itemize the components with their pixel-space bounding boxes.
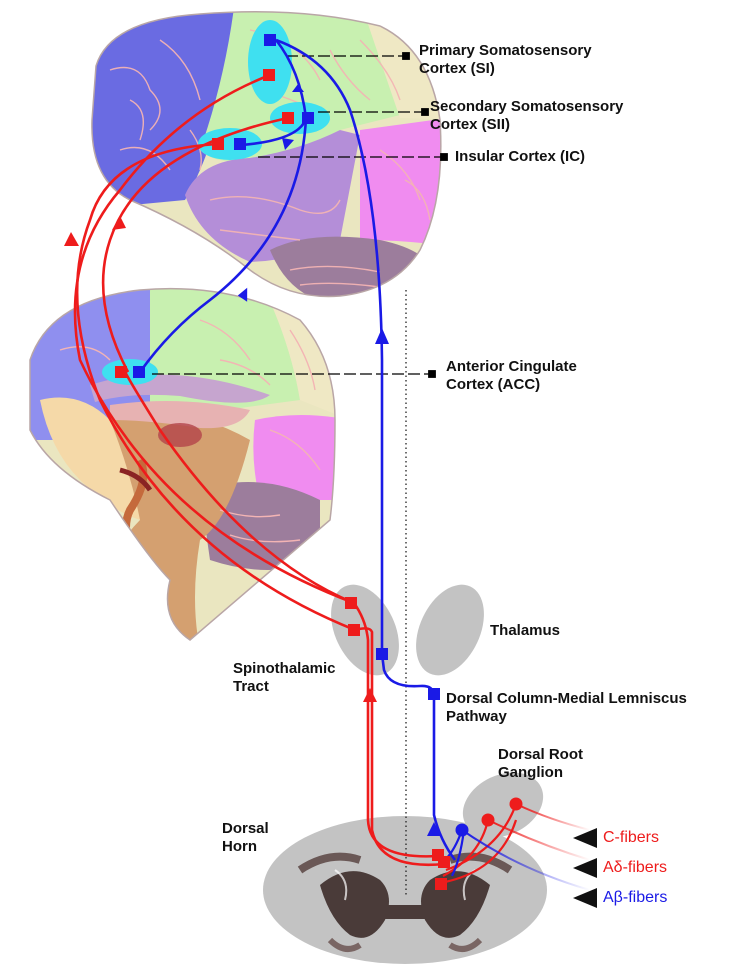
c-fiber-arrow-icon: [573, 828, 597, 848]
label-ad-fibers: Aδ-fibers: [603, 859, 667, 877]
thalamus-right: [403, 574, 498, 686]
label-dorsal-horn: Dorsal Horn: [222, 820, 269, 856]
label-ic-line1: Insular Cortex (IC): [455, 148, 585, 166]
label-acc-line1: Anterior Cingulate: [446, 358, 577, 376]
si-highlight: [248, 20, 292, 104]
label-thalamus: Thalamus: [490, 622, 560, 640]
label-acc: Anterior Cingulate Cortex (ACC): [446, 358, 577, 394]
label-drg: Dorsal Root Ganglion: [498, 746, 583, 782]
label-si-line1: Primary Somatosensory: [419, 42, 592, 60]
label-spinothalamic-tract: Spinothalamic Tract: [233, 660, 336, 696]
c-fiber-soma: [510, 798, 523, 811]
label-c-fibers: C-fibers: [603, 829, 659, 847]
label-si: Primary Somatosensory Cortex (SI): [419, 42, 592, 78]
label-dh-line2: Horn: [222, 838, 269, 856]
label-dh-line1: Dorsal: [222, 820, 269, 838]
label-ab-fibers: Aβ-fibers: [603, 889, 667, 907]
ab-fiber-soma: [456, 824, 469, 837]
label-si-line2: Cortex (SI): [419, 60, 592, 78]
label-drg-line2: Ganglion: [498, 764, 583, 782]
label-sii-line2: Cortex (SII): [430, 116, 623, 134]
label-stt-line1: Spinothalamic: [233, 660, 336, 678]
fiber-arrows: [573, 828, 597, 908]
ad-fiber-arrow-icon: [573, 858, 597, 878]
label-dcml-line2: Pathway: [446, 708, 687, 726]
label-dcml: Dorsal Column-Medial Lemniscus Pathway: [446, 690, 687, 726]
label-stt-line2: Tract: [233, 678, 336, 696]
ad-fiber-soma: [482, 814, 495, 827]
label-drg-line1: Dorsal Root: [498, 746, 583, 764]
spinal-cord: [263, 816, 547, 964]
label-sii: Secondary Somatosensory Cortex (SII): [430, 98, 623, 134]
label-acc-line2: Cortex (ACC): [446, 376, 577, 394]
label-dcml-line1: Dorsal Column-Medial Lemniscus: [446, 690, 687, 708]
label-ic: Insular Cortex (IC): [455, 148, 585, 166]
lateral-brain: [80, 0, 470, 310]
ab-fiber-arrow-icon: [573, 888, 597, 908]
label-sii-line1: Secondary Somatosensory: [430, 98, 623, 116]
